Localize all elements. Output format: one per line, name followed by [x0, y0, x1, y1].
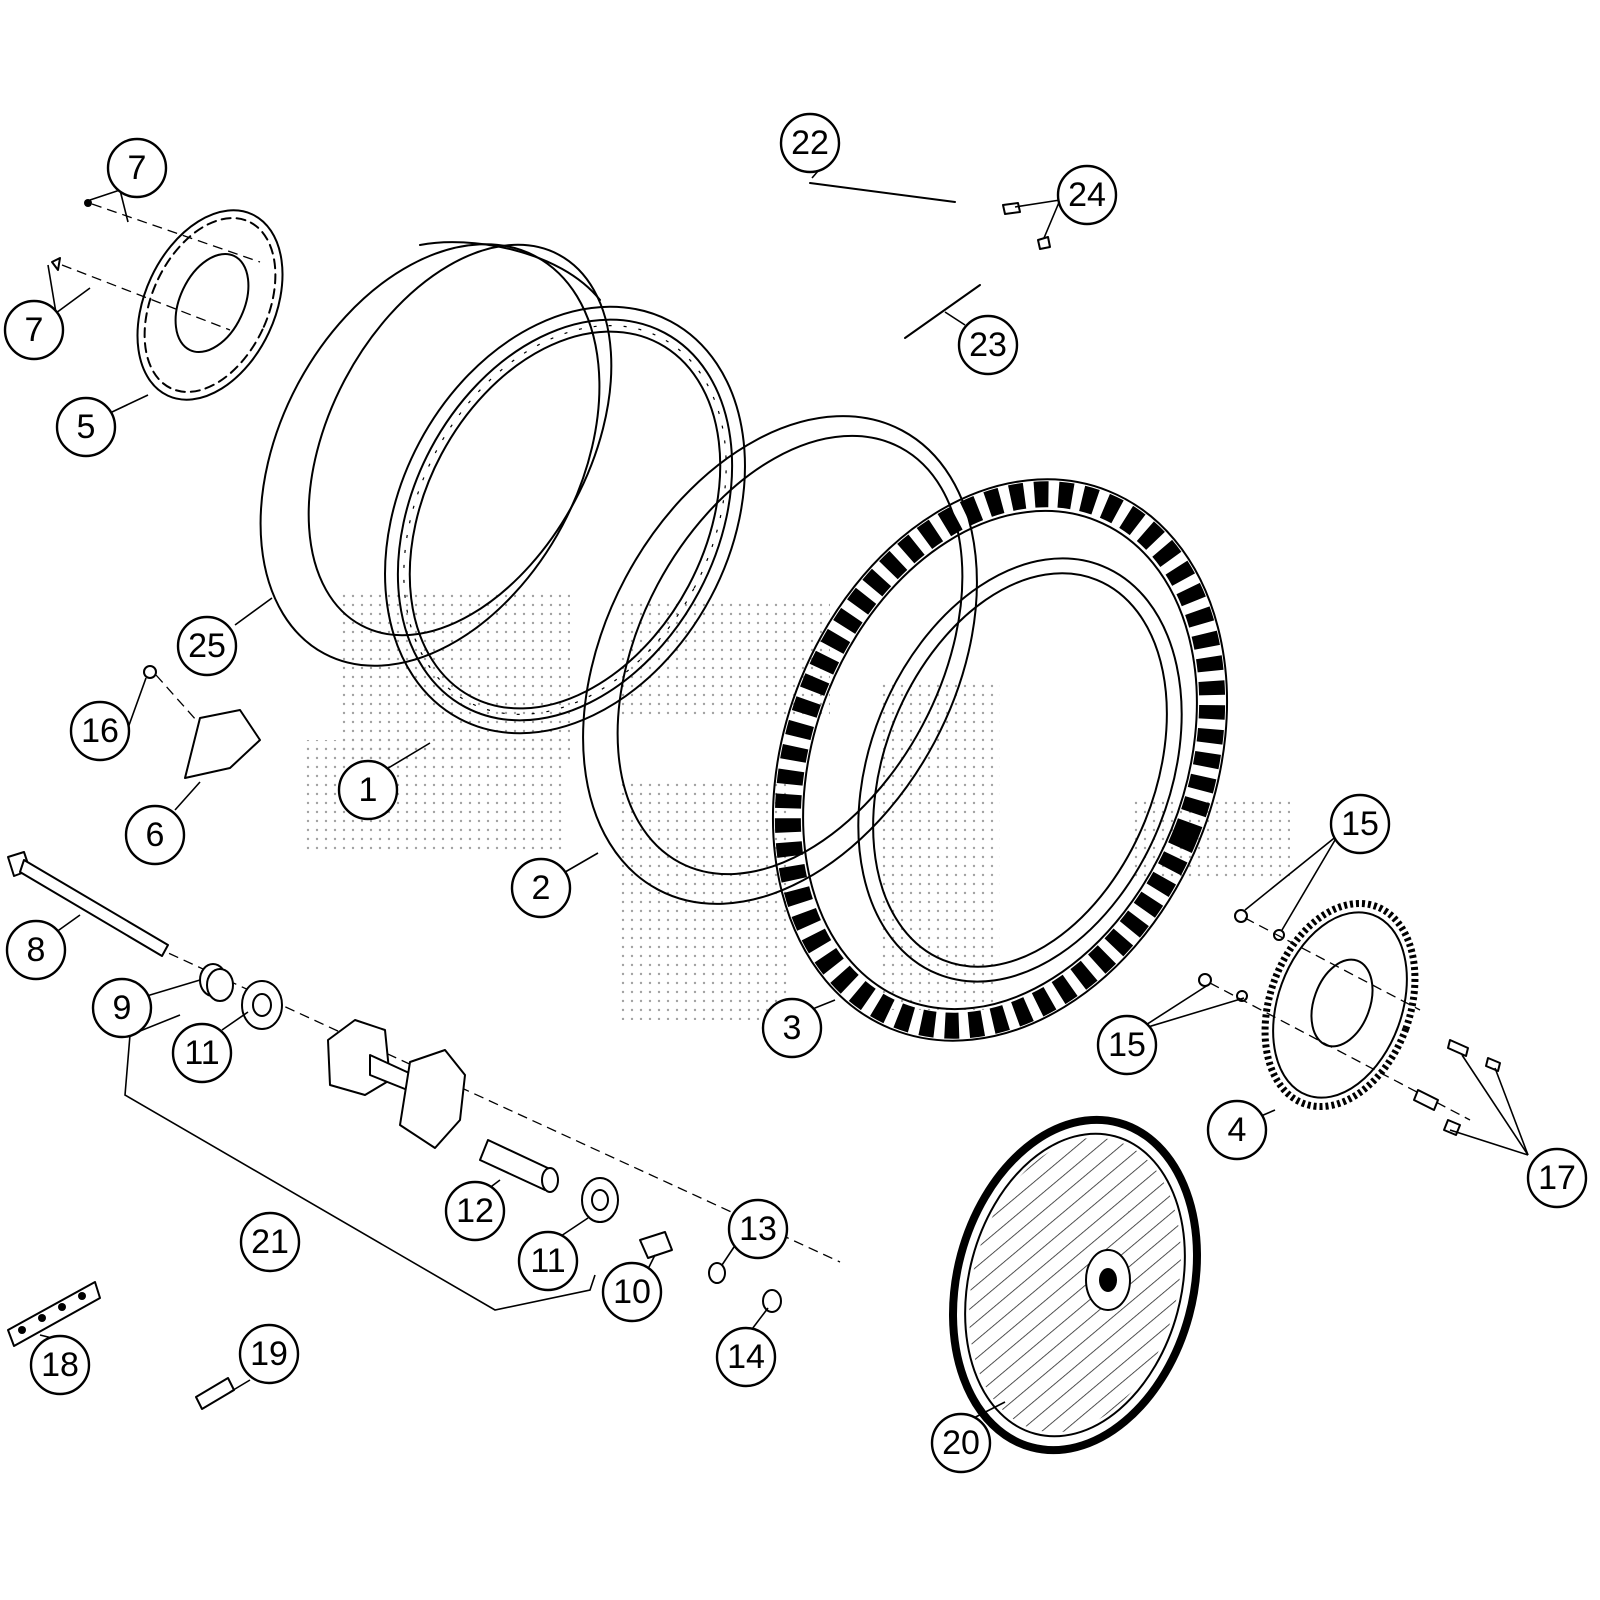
callout-20: 20 [930, 1412, 992, 1474]
callout-label: 13 [739, 1210, 777, 1248]
callout-label: 12 [456, 1192, 494, 1230]
bolts-part-17 [1413, 1039, 1501, 1136]
callout-10: 10 [601, 1261, 663, 1323]
callout-label: 25 [188, 627, 226, 665]
callout-label: 11 [530, 1242, 565, 1280]
chain-part-18 [7, 1281, 101, 1347]
callout-label: 2 [532, 869, 551, 907]
seal-part-13 [708, 1262, 726, 1284]
callout-25: 25 [176, 615, 238, 677]
callout-label: 6 [146, 816, 165, 854]
callout-label: 10 [613, 1273, 651, 1311]
callout-23: 23 [957, 314, 1019, 376]
callout-21: 21 [239, 1211, 301, 1273]
callout-label: 16 [81, 712, 119, 750]
wheel-assembly-part-20 [949, 1115, 1201, 1455]
callout-label: 19 [250, 1335, 288, 1373]
callout-label: 15 [1108, 1026, 1146, 1064]
nuts-part-15 [1198, 909, 1471, 1121]
brake-disc-part-5 [136, 209, 284, 401]
callout-19: 19 [238, 1323, 300, 1385]
callout-14: 14 [715, 1326, 777, 1388]
nipple-part-24 [1002, 202, 1051, 250]
axle-part-8 [7, 851, 169, 957]
callout-label: 4 [1228, 1111, 1247, 1149]
master-link-part-19 [195, 1377, 235, 1410]
callout-3: 3 [761, 997, 823, 1059]
callout-label: 11 [184, 1034, 219, 1072]
nut-part-16 [143, 665, 206, 731]
sleeve-part-12 [479, 1139, 559, 1193]
callout-label: 7 [25, 311, 44, 349]
callout-7-left: 7 [3, 299, 65, 361]
callout-24: 24 [1056, 164, 1118, 226]
callout-15-lower: 15 [1096, 1014, 1158, 1076]
callout-label: 22 [791, 124, 829, 162]
callout-label: 15 [1341, 805, 1379, 843]
bearing-part-11b [581, 1177, 619, 1223]
callout-18: 18 [29, 1334, 91, 1396]
hub [327, 1019, 466, 1149]
rim-tape-part-25 [259, 241, 613, 667]
callout-label: 1 [359, 771, 378, 809]
sprocket-part-4 [1261, 899, 1419, 1111]
spoke-part-23 [904, 284, 981, 339]
ring-part-14 [762, 1289, 782, 1313]
callout-11-upper: 11 [171, 1022, 233, 1084]
callout-label: 21 [251, 1223, 289, 1261]
callout-label: 3 [783, 1009, 802, 1047]
callout-label: 23 [969, 326, 1007, 364]
callout-12: 12 [444, 1180, 506, 1242]
callout-4: 4 [1206, 1099, 1268, 1161]
callout-8: 8 [5, 919, 67, 981]
callout-7-top: 7 [106, 137, 168, 199]
spacer-part-10 [639, 1231, 673, 1259]
callout-13: 13 [727, 1198, 789, 1260]
disc-bolts-part-7 [51, 199, 261, 331]
spacer-part-9 [199, 963, 234, 1002]
inner-tube-part-2 [582, 415, 978, 905]
callout-label: 20 [942, 1424, 980, 1462]
callout-15-upper: 15 [1329, 793, 1391, 855]
callout-17: 17 [1526, 1147, 1588, 1209]
spoke-part-22 [809, 182, 956, 203]
callout-label: 18 [41, 1346, 79, 1384]
callout-6: 6 [124, 804, 186, 866]
callout-label: 7 [128, 149, 147, 187]
callout-label: 24 [1068, 176, 1106, 214]
callout-label: 17 [1538, 1159, 1576, 1197]
callout-2: 2 [510, 857, 572, 919]
callout-16: 16 [69, 700, 131, 762]
callout-label: 14 [727, 1338, 765, 1376]
tire-part-3 [771, 478, 1229, 1042]
rim-part-1 [384, 305, 746, 735]
callout-label: 5 [77, 408, 96, 446]
watermark [305, 590, 1290, 1020]
callout-5: 5 [55, 396, 117, 458]
callout-11-lower: 11 [517, 1230, 579, 1292]
callout-label: 8 [27, 931, 46, 969]
callout-9: 9 [91, 977, 153, 1039]
callout-label: 9 [113, 989, 132, 1027]
callout-22: 22 [779, 112, 841, 174]
bearing-part-11a [241, 980, 283, 1030]
slider-part-6 [184, 709, 261, 779]
callout-1: 1 [337, 759, 399, 821]
